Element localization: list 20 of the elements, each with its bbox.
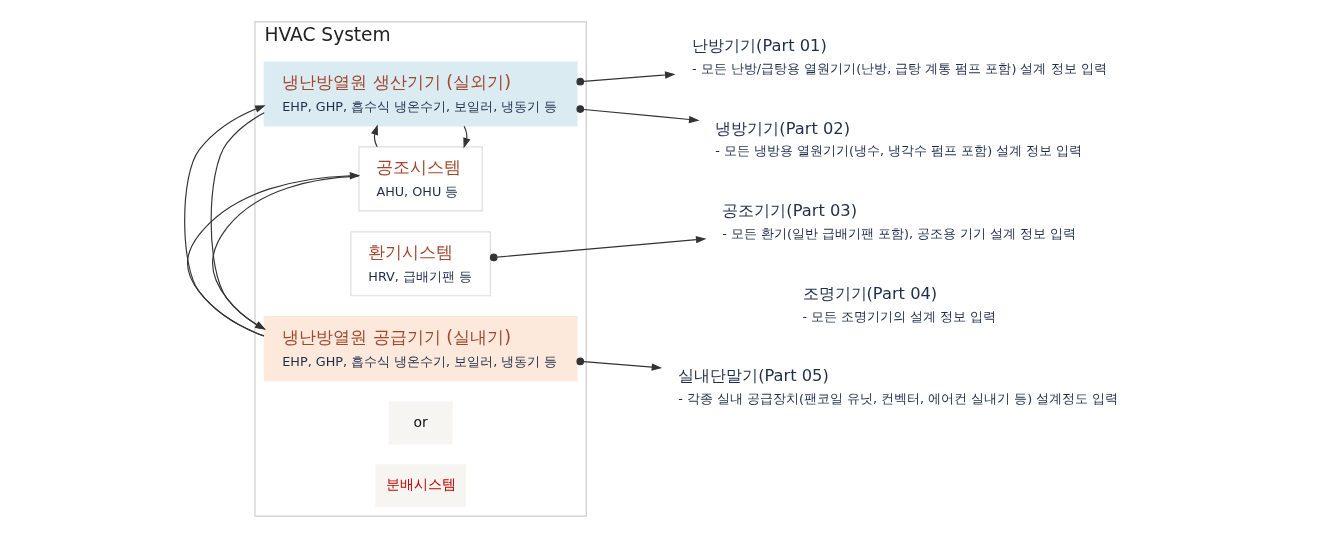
arrow	[575, 357, 662, 371]
node-box: 냉난방열원 공급기기 (실내기) EHP, GHP, 흡수식 냉온수기, 보일러, 냉동기 등	[263, 316, 578, 382]
arrow	[575, 105, 699, 124]
node-box: 환기시스템 HRV, 급배기팬 등	[349, 231, 491, 297]
node-text: 조명기기(Part 04) - 모든 조명기기의 설계 정보 입력	[802, 283, 996, 324]
node-box: 냉난방열원 생산기기 (실외기) EHP, GHP, 흡수식 냉온수기, 보일러, 냉동기 등	[263, 61, 578, 127]
node-text: 실내단말기(Part 05) - 각종 실내 공급장치(팬코일 유닛, 컨벡터, 에어컨 실내기 등) 설계정도 입력	[677, 366, 1118, 407]
arrow	[575, 71, 675, 86]
arrow	[462, 125, 470, 149]
node-box: 공조시스템 AHU, OHU 등	[357, 146, 483, 212]
node-text: 난방기기(Part 01) - 모든 난방/급탕용 열원기기(난방, 급탕 계통 펌프 포함) 설계 정보 입력	[691, 36, 1107, 76]
arrow	[186, 172, 360, 337]
arrow	[210, 112, 266, 330]
arrow	[211, 175, 359, 330]
label: or	[413, 413, 428, 430]
arrow	[370, 124, 378, 148]
arrow	[489, 236, 706, 262]
label: 분배시스템	[385, 476, 456, 493]
node-text: 공조기기(Part 03) - 모든 환기(일반 급배기팬 포함), 공조용 기기 설계 정보 입력	[721, 201, 1076, 241]
node-text: 냉방기기(Part 02) - 모든 냉방용 열원기기(냉수, 냉각수 펌프 포함) 설계 정보 입력	[714, 118, 1082, 159]
